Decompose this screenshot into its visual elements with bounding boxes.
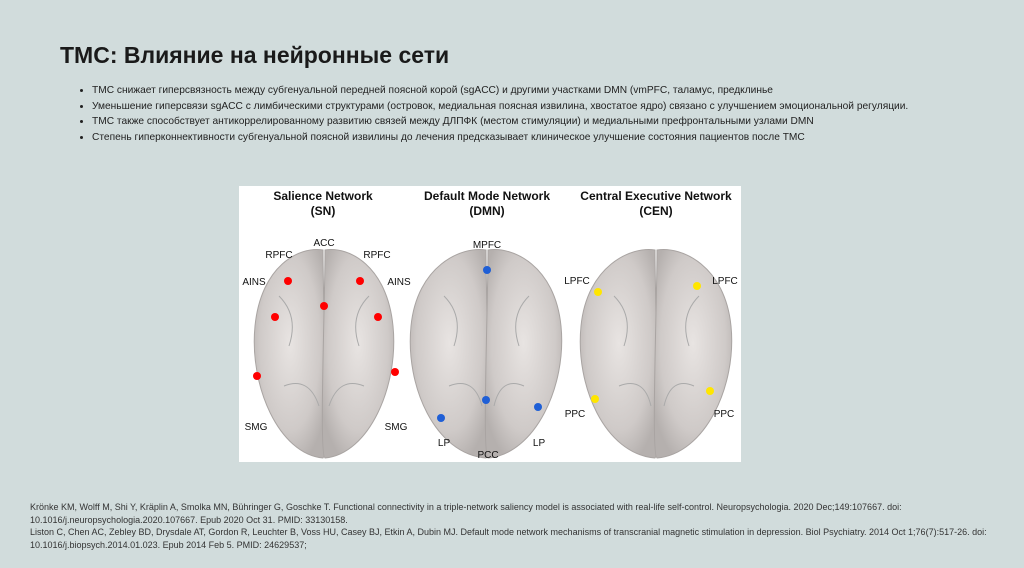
sn-title: Salience Network (SN) xyxy=(273,189,372,219)
brain-sn xyxy=(253,249,395,459)
node-dot xyxy=(253,372,261,380)
node-dot xyxy=(693,282,701,290)
node-dot xyxy=(534,403,542,411)
network-name: Central Executive Network xyxy=(580,189,732,203)
bullet-item: Степень гиперконнективности субгенуально… xyxy=(92,131,982,146)
node-dot xyxy=(706,387,714,395)
node-label: LPFC xyxy=(712,276,738,287)
node-label: LP xyxy=(437,438,451,449)
network-abbr: (DMN) xyxy=(469,204,505,218)
bullet-list: ТМС снижает гиперсвязность между субгену… xyxy=(78,84,982,146)
node-label: PPC xyxy=(564,409,586,420)
node-label: SMG xyxy=(244,422,268,433)
node-dot xyxy=(284,277,292,285)
slide-title: ТМС: Влияние на нейронные сети xyxy=(60,42,450,68)
reference-item: Liston C, Chen AC, Zebley BD, Drysdale A… xyxy=(30,527,987,550)
dmn-nodes xyxy=(437,266,542,422)
node-label: LP xyxy=(532,438,546,449)
node-dot xyxy=(271,313,279,321)
bullet-item: ТМС также способствует антикоррелированн… xyxy=(92,115,982,130)
node-dot xyxy=(391,368,399,376)
node-label: AINS xyxy=(387,277,411,288)
node-dot xyxy=(320,302,328,310)
sn-nodes xyxy=(253,277,399,380)
reference-item: Krönke KM, Wolff M, Shi Y, Kräplin A, Sm… xyxy=(30,502,902,525)
node-dot xyxy=(356,277,364,285)
node-label: PPC xyxy=(713,409,735,420)
brain-illustrations xyxy=(253,249,733,459)
bullet-item: Уменьшение гиперсвязи sgACC с лимбически… xyxy=(92,100,982,115)
network-name: Default Mode Network xyxy=(423,189,551,203)
node-label: SMG xyxy=(384,422,408,433)
node-dot xyxy=(483,266,491,274)
dmn-title: Default Mode Network (DMN) xyxy=(424,189,550,219)
node-label: RPFC xyxy=(265,250,293,261)
node-dot xyxy=(591,395,599,403)
bullet-item: ТМС снижает гиперсвязность между субгену… xyxy=(92,84,982,99)
node-dot xyxy=(374,313,382,321)
cen-nodes xyxy=(591,282,714,403)
node-dot xyxy=(482,396,490,404)
node-label: PCC xyxy=(477,450,499,461)
brain-cen xyxy=(579,249,733,459)
references: Krönke KM, Wolff M, Shi Y, Kräplin A, Sm… xyxy=(30,501,990,551)
brain-dmn xyxy=(409,249,563,459)
node-dot xyxy=(594,288,602,296)
node-label: ACC xyxy=(313,238,335,249)
network-name: Salience Network xyxy=(273,189,373,203)
node-label: LPFC xyxy=(564,276,590,287)
brain-networks-figure: Salience Network (SN) Default Mode Netwo… xyxy=(239,186,741,462)
node-label: MPFC xyxy=(472,240,502,251)
network-abbr: (SN) xyxy=(310,204,336,218)
network-abbr: (CEN) xyxy=(639,204,673,218)
node-label: RPFC xyxy=(363,250,391,261)
node-label: AINS xyxy=(242,277,266,288)
cen-title: Central Executive Network (CEN) xyxy=(580,189,731,219)
node-dot xyxy=(437,414,445,422)
